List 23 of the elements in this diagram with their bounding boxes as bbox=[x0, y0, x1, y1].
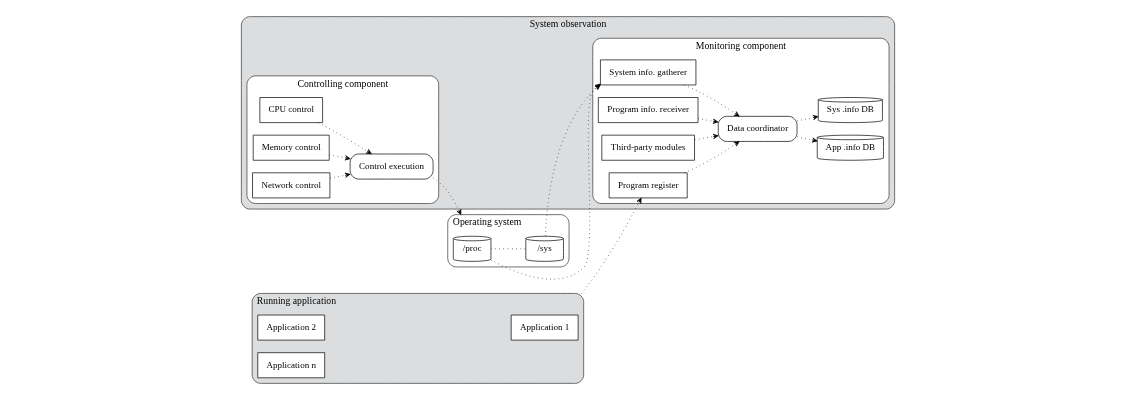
node-box: Memory control bbox=[252, 134, 330, 161]
node-box: Application 2 bbox=[256, 314, 325, 341]
node-box: System info. gatherer bbox=[599, 59, 696, 86]
arrow bbox=[693, 133, 719, 141]
node-box: Application n bbox=[256, 352, 325, 379]
arrow bbox=[683, 141, 740, 174]
node-box: Data coordinator bbox=[717, 116, 797, 142]
node-box: Program register bbox=[608, 172, 688, 199]
node-box: Control execution bbox=[349, 153, 433, 180]
arrow bbox=[329, 172, 350, 179]
arrow bbox=[317, 122, 372, 155]
arrow bbox=[796, 136, 818, 143]
node-box: CPU control bbox=[259, 97, 323, 123]
arrow bbox=[697, 118, 718, 124]
arrow bbox=[683, 84, 740, 117]
arrow bbox=[580, 197, 642, 294]
arrow bbox=[796, 115, 818, 122]
node-box: Network control bbox=[251, 172, 330, 199]
arrow bbox=[432, 177, 461, 215]
node-box: Application 1 bbox=[510, 314, 578, 341]
node-box: Program info. receiver bbox=[597, 97, 698, 123]
arrow bbox=[328, 154, 350, 161]
node-box: Third-party modules bbox=[600, 134, 695, 161]
